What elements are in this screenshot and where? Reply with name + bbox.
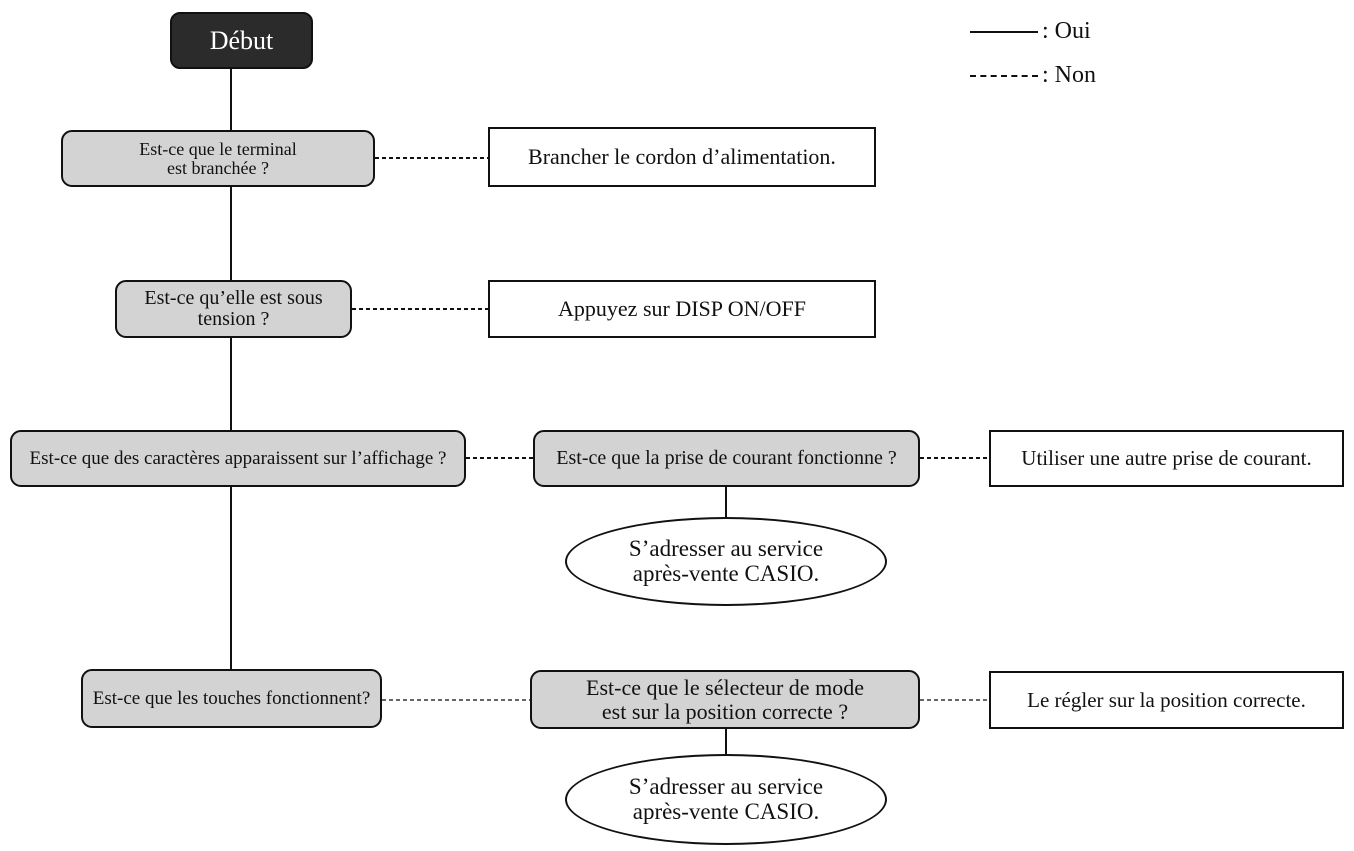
decision-terminal-plugged: Est-ce que le terminal est branchée ? [61, 130, 375, 187]
legend-dashed-line [970, 74, 1038, 77]
action-press-disp-label: Appuyez sur DISP ON/OFF [558, 296, 806, 322]
legend-yes: : Oui [970, 18, 1091, 45]
decision-powered-on-line1: Est-ce qu’elle est sous [144, 287, 323, 309]
legend-no: : Non [970, 62, 1096, 89]
start-label: Début [209, 25, 274, 55]
action-set-position: Le régler sur la position correcte. [989, 671, 1344, 729]
decision-terminal-plugged-line1: Est-ce que le terminal [139, 138, 297, 159]
decision-characters-displayed: Est-ce que des caractères apparaissent s… [10, 430, 466, 487]
action-other-outlet-label: Utiliser une autre prise de courant. [1021, 446, 1312, 471]
decision-outlet-working-label: Est-ce que la prise de courant fonctionn… [556, 447, 897, 469]
decision-powered-on: Est-ce qu’elle est sous tension ? [115, 280, 352, 338]
decision-characters-displayed-label: Est-ce que des caractères apparaissent s… [29, 447, 447, 469]
start-node: Début [170, 12, 313, 69]
decision-mode-selector: Est-ce que le sélecteur de mode est sur … [530, 670, 920, 729]
terminal-service-casio-1-line1: S’adresser au service [628, 536, 824, 562]
terminal-service-casio-2-line2: après-vente CASIO. [632, 798, 820, 824]
terminal-service-casio-1: S’adresser au service après-vente CASIO. [565, 517, 887, 606]
terminal-service-casio-1-line2: après-vente CASIO. [632, 560, 820, 586]
action-plug-cord: Brancher le cordon d’alimentation. [488, 127, 876, 187]
decision-mode-selector-line1: Est-ce que le sélecteur de mode [586, 675, 864, 701]
legend-no-label: : Non [1042, 62, 1096, 88]
decision-powered-on-line2: tension ? [197, 308, 270, 330]
decision-terminal-plugged-line2: est branchée ? [167, 157, 269, 178]
terminal-service-casio-2: S’adresser au service après-vente CASIO. [565, 754, 887, 845]
decision-outlet-working: Est-ce que la prise de courant fonctionn… [533, 430, 920, 487]
action-plug-cord-label: Brancher le cordon d’alimentation. [528, 144, 836, 170]
terminal-service-casio-2-line1: S’adresser au service [628, 774, 824, 800]
legend-yes-label: : Oui [1042, 18, 1091, 44]
decision-keys-working-label: Est-ce que les touches fonctionnent? [92, 687, 371, 709]
action-other-outlet: Utiliser une autre prise de courant. [989, 430, 1344, 487]
action-press-disp: Appuyez sur DISP ON/OFF [488, 280, 876, 338]
decision-keys-working: Est-ce que les touches fonctionnent? [81, 669, 382, 728]
action-set-position-label: Le régler sur la position correcte. [1027, 687, 1306, 712]
legend-solid-line [970, 30, 1038, 33]
decision-mode-selector-line2: est sur la position correcte ? [601, 698, 849, 724]
